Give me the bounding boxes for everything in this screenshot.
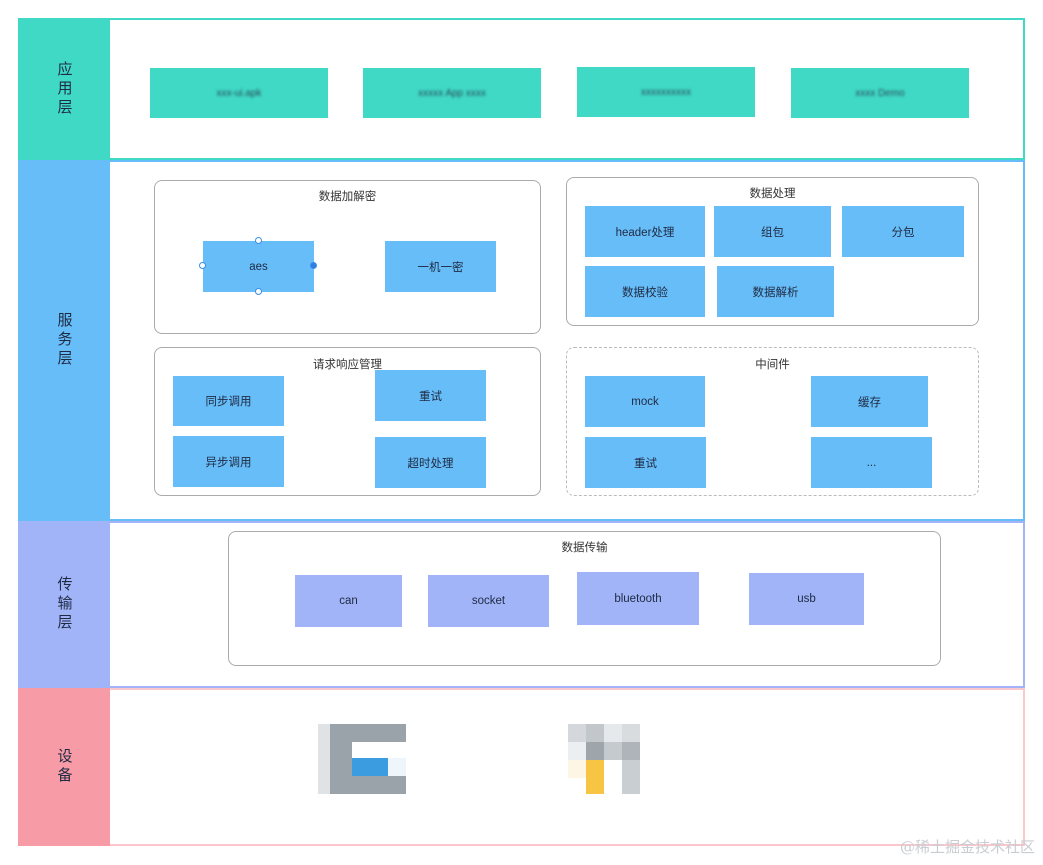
selection-handle-bottom[interactable] [255,288,262,295]
packing-box: 组包 [714,206,831,257]
retry-box: 重试 [375,370,486,421]
watermark: @稀土掘金技术社区 [899,838,1035,856]
selection-handle-right[interactable] [310,262,317,269]
selection-handle-top[interactable] [255,237,262,244]
device-layer-label: 设备 [18,688,110,846]
data-transport-group-title: 数据传输 [561,542,608,554]
timeout-handling-box: 超时处理 [375,437,486,488]
transport-layer-label: 传输层 [18,521,110,688]
app-item-4: xxxx Demo [791,68,969,118]
bluetooth-box: bluetooth [577,572,699,625]
request-management-group-title: 请求响应管理 [313,359,382,371]
async-call-box: 异步调用 [173,436,284,487]
device-logo-1 [318,724,406,794]
device-layer-body [110,688,1025,846]
one-device-one-key-box: 一机一密 [385,241,496,292]
service-layer-label: 服务层 [18,160,110,521]
middleware-retry-box: 重试 [585,437,706,488]
selection-handle-left[interactable] [199,262,206,269]
app-item-3: xxxxxxxxxx [577,67,755,117]
data-validation-box: 数据校验 [585,266,705,317]
data-processing-group-title: 数据处理 [749,188,796,200]
sync-call-box: 同步调用 [173,376,284,426]
header-processing-box: header处理 [585,206,705,257]
usb-box: usb [749,573,864,625]
middleware-group-title: 中间件 [755,359,790,371]
app-item-1: xxx-ui.apk [150,68,328,118]
cache-box: 缓存 [811,376,928,427]
encryption-group-title: 数据加解密 [318,191,377,203]
aes-box[interactable]: aes [203,241,314,292]
can-box: can [295,575,402,627]
mock-box: mock [585,376,705,427]
more-box: ... [811,437,932,488]
splitting-box: 分包 [842,206,964,257]
device-logo-2 [568,724,640,794]
socket-box: socket [428,575,549,627]
app-item-2: xxxxx App xxxx [363,68,541,118]
application-layer-label: 应用层 [18,18,110,160]
data-parsing-box: 数据解析 [717,266,834,317]
